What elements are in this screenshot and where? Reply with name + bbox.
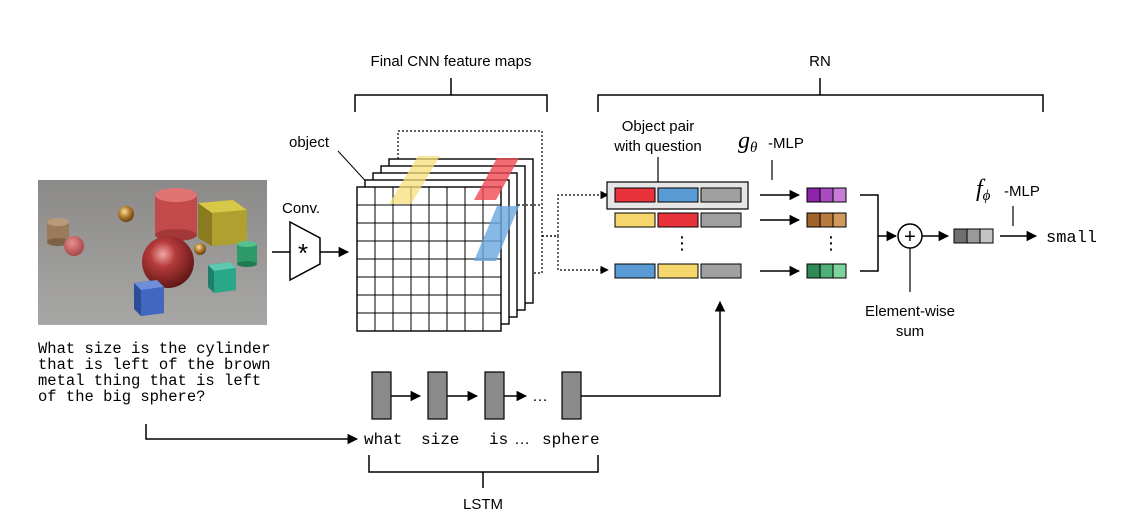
pair-n-object-a — [614, 263, 656, 279]
arrow-lstm-to-rn — [581, 300, 726, 397]
conv-trapezoid — [289, 220, 321, 282]
pair-1-object-a — [614, 187, 656, 203]
token-ellipsis: … — [514, 431, 530, 448]
sum-bracket — [860, 194, 896, 272]
pair-n-question — [700, 263, 742, 279]
lstm-label: LSTM — [463, 496, 503, 513]
summed-vector — [953, 228, 994, 244]
teal-cube — [208, 262, 236, 293]
brown-cylinder — [47, 218, 69, 246]
highlight-object-red — [474, 158, 519, 200]
pairs-vdots: ⋮ — [673, 233, 691, 253]
cnn-label: Final CNN feature maps — [371, 53, 532, 70]
arrow-question-to-lstm — [145, 424, 359, 445]
highlight-object-yellow — [389, 156, 440, 204]
small-red-sphere — [64, 236, 84, 256]
lstm-cell-3 — [484, 371, 505, 420]
big-red-sphere — [142, 236, 194, 288]
g-theta-mlp-label: -MLP — [768, 135, 804, 152]
token-sphere: sphere — [542, 431, 600, 449]
conv-symbol: * — [298, 238, 308, 268]
lstm-bracket — [368, 455, 599, 488]
blue-cube — [134, 280, 164, 316]
pair-1-object-b — [657, 187, 699, 203]
lstm-cell-last — [561, 371, 582, 420]
pair-2-object-a — [614, 212, 656, 228]
object-label: object — [289, 134, 330, 151]
sum-label-line1: Element-wise — [865, 303, 955, 320]
question-text: What size is the cylinder that is left o… — [38, 340, 271, 406]
red-cylinder — [155, 188, 197, 241]
g-theta-symbol: gθ — [738, 128, 758, 156]
pair-2-question — [700, 212, 742, 228]
scene-image — [38, 180, 267, 325]
g-output-n — [806, 263, 847, 279]
answer-output: small — [1046, 229, 1097, 248]
g-output-2 — [806, 212, 847, 228]
g-output-1 — [806, 187, 847, 203]
lstm-cell-2 — [427, 371, 448, 420]
green-cylinder — [237, 241, 257, 267]
token-size: size — [421, 431, 459, 449]
lstm-cell-1 — [371, 371, 392, 420]
rn-bracket — [597, 78, 1044, 112]
pair-1-question — [700, 187, 742, 203]
gold-sphere — [118, 206, 134, 222]
lstm-ellipsis: … — [532, 388, 548, 405]
cnn-bracket — [354, 78, 548, 112]
rn-label: RN — [809, 53, 831, 70]
token-is: is — [489, 431, 508, 449]
gold-cube — [198, 200, 247, 246]
conv-label: Conv. — [282, 200, 320, 217]
f-phi-symbol: fϕ — [976, 176, 991, 204]
plus-symbol: + — [904, 226, 916, 248]
token-what: what — [364, 431, 402, 449]
feature-map-stack — [356, 158, 534, 332]
dotted-connector-bottom — [557, 236, 609, 275]
f-phi-mlp-label: -MLP — [1004, 183, 1040, 200]
object-pair-label-line1: Object pair — [622, 118, 695, 135]
sum-label-line2: sum — [896, 323, 924, 340]
highlight-object-blue — [474, 206, 519, 261]
pair-n-object-b — [657, 263, 699, 279]
g-outputs-vdots: ⋮ — [822, 233, 840, 253]
gold-sphere-small — [194, 243, 206, 255]
object-pair-label-line2: with question — [613, 138, 702, 155]
pair-2-object-b — [657, 212, 699, 228]
